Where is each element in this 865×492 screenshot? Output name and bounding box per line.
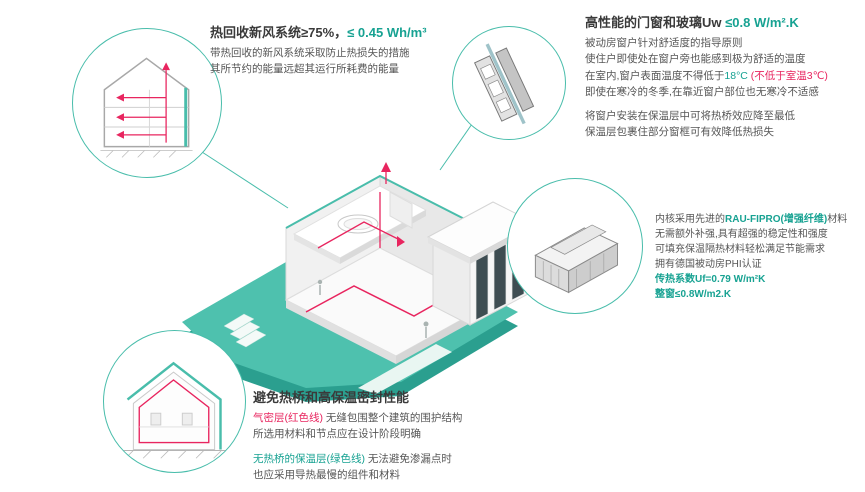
windows-body-line: 使住户即使处在窗户旁也能感到极为舒适的温度 bbox=[585, 53, 806, 66]
windows-temp-pre: 在室内,窗户表面温度不得低于 bbox=[585, 69, 725, 82]
insulation-rest: 无法避免渗漏点时 bbox=[365, 452, 452, 465]
profile-material-name: RAU-FIPRO(增强纤维) bbox=[725, 214, 828, 225]
profile-material-line: 内核采用先进的RAU-FIPRO(增强纤维)材料 bbox=[655, 212, 863, 227]
profile-uw-stat: 整窗≤0.8W/m2.K bbox=[655, 289, 732, 300]
thermal-section-illustration bbox=[119, 361, 230, 459]
windows-section-text: 高性能的门窗和玻璃Uw ≤0.8 W/m².K 被动房窗户针对舒适度的指导原则 … bbox=[585, 12, 860, 141]
profile-body-line: 无需额外补强,具有超强的稳定性和强度 bbox=[655, 229, 828, 240]
window bbox=[150, 412, 162, 426]
hrv-title-label: 热回收新风系统≥75%， bbox=[210, 25, 348, 40]
profile-uf-stat: 传热系数Uf=0.79 W/m²K bbox=[655, 274, 766, 285]
thermal-inset-circle bbox=[103, 330, 246, 473]
hrv-title-value: ≤ 0.45 Wh/m³ bbox=[347, 25, 427, 40]
windows-title: 高性能的门窗和玻璃Uw ≤0.8 W/m².K bbox=[585, 12, 860, 31]
window-section-inset-circle bbox=[452, 26, 566, 140]
thermal-body-line: 所选用材料和节点应在设计阶段明确 bbox=[253, 428, 421, 441]
airtight-label: 气密层(红色线) bbox=[253, 412, 323, 424]
insulation-label: 无热桥的保温层(绿色线) bbox=[253, 452, 365, 465]
thermal-section-text: 避免热桥和高保温密封性能 气密层(红色线) 无缝包围整个建筑的围护结构 所选用材… bbox=[253, 387, 553, 492]
profile-section-text: 内核采用先进的RAU-FIPRO(增强纤维)材料 无需额外补强,具有超强的稳定性… bbox=[655, 212, 863, 302]
hrv-inset-circle bbox=[72, 28, 222, 178]
glass-pane bbox=[485, 43, 526, 125]
hrv-title: 热回收新风系统≥75%，≤ 0.45 Wh/m³ bbox=[210, 22, 478, 41]
windows-title-value: ≤0.8 W/m².K bbox=[725, 15, 799, 30]
insulation-cut-edge bbox=[285, 174, 491, 233]
windows-body-line: 被动房窗户针对舒适度的指导原则 bbox=[585, 37, 743, 49]
airflow-arrows bbox=[116, 62, 171, 143]
profile-line1-post: 材料 bbox=[827, 214, 848, 225]
windows-temp-note: (不低于室温3℃) bbox=[747, 69, 828, 82]
windows-title-label: 高性能的门窗和玻璃Uw bbox=[585, 15, 726, 30]
upper-floor-slab bbox=[292, 185, 428, 264]
thermal-title: 避免热桥和高保温密封性能 bbox=[253, 390, 410, 405]
window bbox=[181, 412, 193, 426]
hrv-section-text: 热回收新风系统≥75%，≤ 0.45 Wh/m³ 带热回收的新风系统采取防止热损… bbox=[210, 22, 478, 78]
windows-temp-value: 18°C bbox=[724, 69, 748, 82]
window-section-illustration bbox=[473, 43, 535, 125]
partition-wall bbox=[389, 191, 413, 229]
ground-hatch bbox=[119, 450, 230, 459]
isometric-house-illustration bbox=[182, 162, 536, 402]
profile-inset-circle bbox=[507, 178, 643, 314]
hrv-section-illustration bbox=[100, 57, 193, 158]
garden-stairs bbox=[223, 313, 267, 348]
hrv-body-line: 带热回收的新风系统采取防止热损失的措施 bbox=[210, 47, 410, 59]
hrv-body-line: 其所节约的能量远超其运行所耗费的能量 bbox=[210, 63, 399, 76]
profile-line1-pre: 内核采用先进的 bbox=[655, 214, 725, 225]
airtight-line-red bbox=[138, 379, 210, 444]
window-profile-illustration bbox=[534, 224, 619, 294]
exhaust-arrow bbox=[381, 162, 391, 172]
thermal-airtight-line: 气密层(红色线) 无缝包围整个建筑的围护结构 bbox=[253, 410, 553, 426]
ground-hatch bbox=[100, 150, 193, 158]
windows-temp-line: 在室内,窗户表面温度不得低于18°C (不低于室温3℃) bbox=[585, 68, 860, 84]
windows-body-line: 将窗户安装在保温层中可将热桥效应降至最低 bbox=[585, 110, 795, 123]
thermal-insulation-line: 无热桥的保温层(绿色线) 无法避免渗漏点时 bbox=[253, 451, 553, 467]
thermal-body-line: 也应采用导热最慢的组件和材料 bbox=[253, 468, 400, 481]
walkway bbox=[358, 344, 452, 394]
profile-body-line: 拥有德国被动房PHI认证 bbox=[655, 259, 762, 270]
insulation-line-green bbox=[126, 361, 222, 450]
airtight-rest: 无缝包围整个建筑的围护结构 bbox=[323, 412, 463, 424]
windows-body-line: 保温层包裹住部分窗框可有效降低热损失 bbox=[585, 126, 774, 139]
windows-body-line: 即使在寒冷的冬季,在靠近窗户部位也无寒冷不适感 bbox=[585, 85, 819, 98]
profile-body-line: 可填充保温隔热材料轻松满足节能需求 bbox=[655, 244, 825, 255]
occupant-figures bbox=[317, 279, 429, 338]
profile-chambers bbox=[542, 253, 605, 289]
